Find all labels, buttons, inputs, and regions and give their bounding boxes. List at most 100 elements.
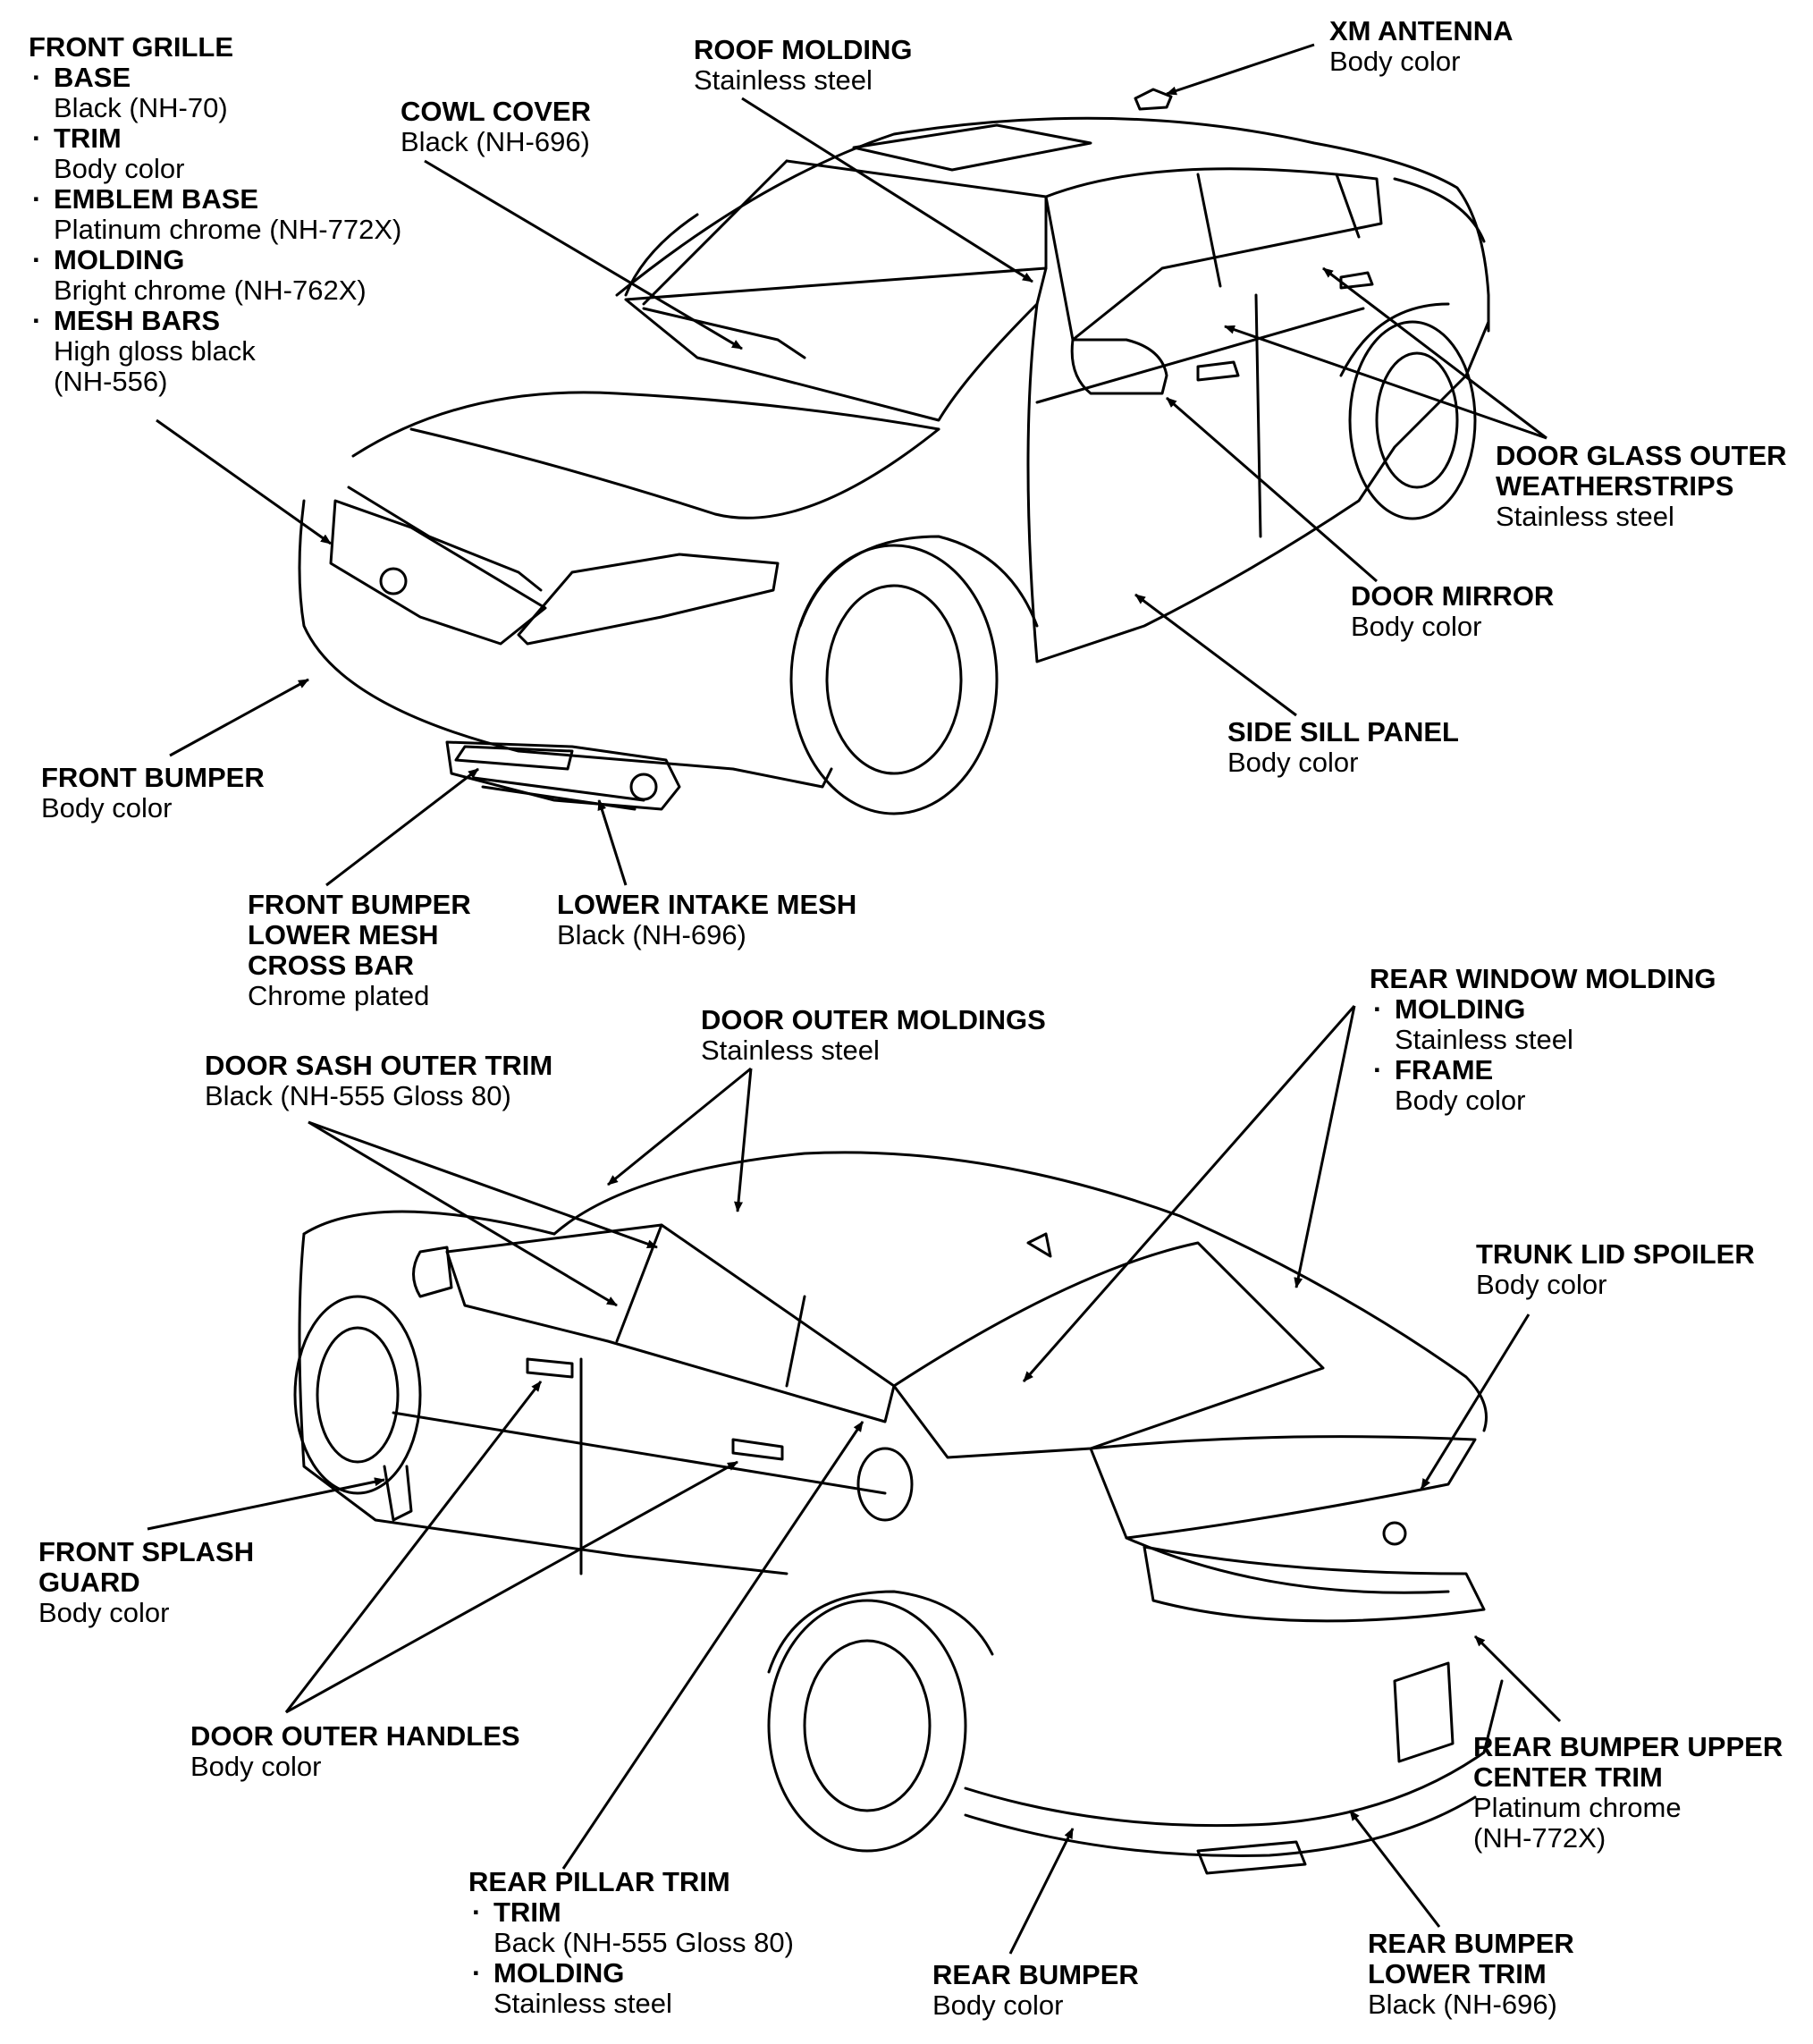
door-glass-desc: Stainless steel [1496, 501, 1674, 532]
item-desc: Back (NH-555 Gloss 80) [493, 1927, 794, 1958]
rear-bumper-title: REAR BUMPER [932, 1959, 1139, 1990]
door-handles-title: DOOR OUTER HANDLES [190, 1720, 520, 1752]
leader-rear-pillar-trim [561, 1421, 864, 1870]
rear-bumper-lower-title-2: LOWER TRIM [1368, 1958, 1547, 1989]
leader-door-glass-1 [1224, 325, 1547, 440]
door-glass-title-2: WEATHERSTRIPS [1496, 470, 1734, 502]
label-trunk-lid-spoiler: TRUNK LID SPOILER Body color [1476, 1239, 1755, 1300]
leader-lines [147, 43, 1562, 1955]
item-name: EMBLEM BASE [54, 183, 259, 215]
label-rear-window-molding: REAR WINDOW MOLDING · MOLDING Stainless … [1370, 964, 1716, 1116]
bullet-dot: · [1373, 1054, 1383, 1085]
item-desc: High gloss black [54, 335, 256, 367]
leader-door-handles-1 [284, 1381, 543, 1713]
front-grille-item-trim: · TRIM Body color [29, 123, 401, 184]
front-grille-title: FRONT GRILLE [29, 31, 234, 63]
lower-intake-mesh-desc: Black (NH-696) [557, 919, 746, 950]
cross-bar-desc: Chrome plated [248, 980, 430, 1011]
cross-bar-title-2: LOWER MESH [248, 919, 439, 950]
rear-view-car [293, 1151, 1504, 1875]
label-side-sill-panel: SIDE SILL PANEL Body color [1227, 717, 1459, 778]
item-desc: Body color [1395, 1085, 1526, 1116]
leader-rear-bumper [1008, 1828, 1075, 1955]
cross-bar-title-3: CROSS BAR [248, 950, 415, 981]
item-name: BASE [54, 62, 131, 93]
leader-rear-window-1 [1022, 1005, 1356, 1382]
leader-front-bumper [169, 678, 309, 757]
leader-door-sash-1 [308, 1120, 658, 1249]
front-bumper-title: FRONT BUMPER [41, 762, 265, 793]
door-mirror-desc: Body color [1351, 611, 1482, 642]
item-name: TRIM [54, 122, 122, 154]
item-name: MOLDING [493, 1957, 625, 1989]
label-cowl-cover: COWL COVER Black (NH-696) [401, 97, 591, 157]
item-desc-2: (NH-556) [54, 366, 168, 397]
door-sash-desc: Black (NH-555 Gloss 80) [205, 1080, 511, 1111]
rear-pillar-title: REAR PILLAR TRIM [468, 1866, 730, 1897]
bullet-dot: · [472, 1896, 482, 1928]
rear-window-item-frame: · FRAME Body color [1370, 1055, 1716, 1116]
leader-front-grille [156, 418, 332, 545]
label-rear-bumper-lower-trim: REAR BUMPER LOWER TRIM Black (NH-696) [1368, 1929, 1574, 2020]
label-roof-molding: ROOF MOLDING Stainless steel [694, 35, 913, 96]
side-sill-title: SIDE SILL PANEL [1227, 716, 1459, 747]
xm-antenna-title: XM ANTENNA [1329, 15, 1514, 46]
rear-window-molding-title: REAR WINDOW MOLDING [1370, 963, 1716, 994]
rear-bumper-lower-desc: Black (NH-696) [1368, 1989, 1557, 2020]
front-grille-item-mesh-bars: · MESH BARS High gloss black (NH-556) [29, 306, 401, 397]
cowl-cover-title: COWL COVER [401, 96, 591, 127]
door-glass-title-1: DOOR GLASS OUTER [1496, 440, 1787, 471]
rear-bumper-desc: Body color [932, 1989, 1064, 2021]
leader-side-sill [1134, 593, 1297, 717]
front-bumper-desc: Body color [41, 792, 173, 824]
leader-door-mirror [1166, 396, 1378, 583]
label-lower-intake-mesh: LOWER INTAKE MESH Black (NH-696) [557, 890, 856, 950]
label-rear-pillar-trim: REAR PILLAR TRIM · TRIM Back (NH-555 Glo… [468, 1867, 794, 2019]
label-xm-antenna: XM ANTENNA Body color [1329, 16, 1514, 77]
leader-xm-antenna [1166, 43, 1315, 96]
rear-bumper-lower-title-1: REAR BUMPER [1368, 1928, 1574, 1959]
leader-door-glass-2 [1322, 266, 1547, 440]
label-door-sash-outer-trim: DOOR SASH OUTER TRIM Black (NH-555 Gloss… [205, 1051, 552, 1111]
leader-rear-bumper-lower [1348, 1810, 1441, 1928]
leader-trunk-spoiler [1420, 1313, 1531, 1490]
label-rear-bumper-upper-center-trim: REAR BUMPER UPPER CENTER TRIM Platinum c… [1473, 1732, 1783, 1854]
item-name: MOLDING [1395, 993, 1526, 1025]
leader-lower-mesh-cross-bar [325, 767, 479, 887]
leader-lower-intake-mesh [597, 799, 628, 886]
bullet-dot: · [32, 62, 42, 93]
item-desc: Black (NH-70) [54, 92, 228, 123]
door-outer-moldings-desc: Stainless steel [701, 1035, 880, 1066]
bullet-dot: · [32, 305, 42, 336]
leader-door-outer-moldings-2 [734, 1068, 753, 1212]
rear-pillar-item-trim: · TRIM Back (NH-555 Gloss 80) [468, 1897, 794, 1958]
front-grille-item-molding: · MOLDING Bright chrome (NH-762X) [29, 245, 401, 306]
roof-molding-desc: Stainless steel [694, 64, 873, 96]
leader-door-sash-2 [308, 1120, 618, 1307]
item-desc: Body color [54, 153, 185, 184]
item-name: MOLDING [54, 244, 185, 275]
label-door-mirror: DOOR MIRROR Body color [1351, 581, 1554, 642]
rear-bumper-upper-desc-2: (NH-772X) [1473, 1822, 1606, 1854]
roof-molding-title: ROOF MOLDING [694, 34, 913, 65]
leader-rear-window-2 [1294, 1005, 1356, 1288]
front-grille-item-emblem-base: · EMBLEM BASE Platinum chrome (NH-772X) [29, 184, 401, 245]
leader-roof-molding [741, 97, 1033, 283]
door-handles-desc: Body color [190, 1751, 322, 1782]
bullet-dot: · [32, 244, 42, 275]
label-rear-bumper: REAR BUMPER Body color [932, 1960, 1139, 2021]
rear-bumper-upper-desc: Platinum chrome [1473, 1792, 1682, 1823]
bullet-dot: · [32, 183, 42, 215]
item-desc: Stainless steel [1395, 1024, 1573, 1055]
item-name: MESH BARS [54, 305, 221, 336]
splash-guard-title-2: GUARD [38, 1567, 140, 1598]
cowl-cover-desc: Black (NH-696) [401, 126, 590, 157]
door-outer-moldings-title: DOOR OUTER MOLDINGS [701, 1004, 1046, 1035]
item-name: FRAME [1395, 1054, 1494, 1085]
label-front-bumper: FRONT BUMPER Body color [41, 763, 265, 824]
front-grille-item-base: · BASE Black (NH-70) [29, 63, 401, 123]
item-desc: Stainless steel [493, 1988, 672, 2019]
trunk-spoiler-desc: Body color [1476, 1269, 1607, 1300]
label-door-outer-moldings: DOOR OUTER MOLDINGS Stainless steel [701, 1005, 1046, 1066]
